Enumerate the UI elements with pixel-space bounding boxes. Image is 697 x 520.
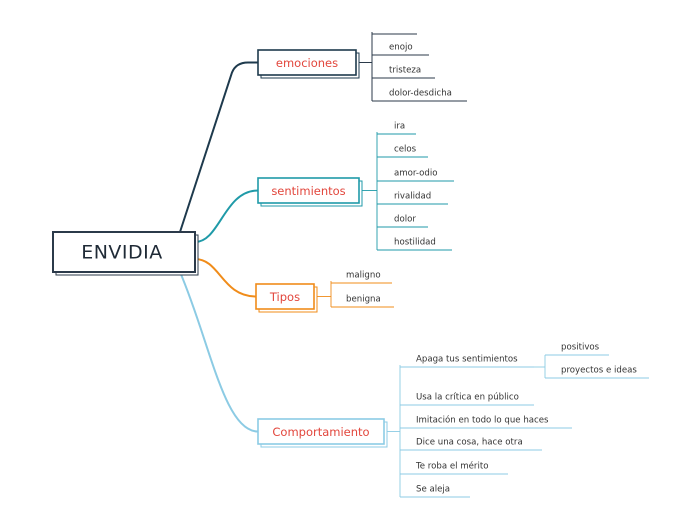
node-comportamiento-label: Comportamiento — [272, 425, 369, 439]
subleaf-1[interactable]: proyectos e ideas — [545, 366, 649, 379]
root-node-label: ENVIDIA — [81, 242, 163, 264]
leaf-label: amor-odio — [394, 169, 438, 179]
leaf-label: enojo — [389, 43, 413, 53]
leaf-label: hostilidad — [394, 238, 436, 248]
branch-tipos: Tipos maligno benigna — [255, 271, 394, 313]
link-root-emociones — [179, 61, 258, 233]
root-node-box — [52, 231, 196, 273]
leaf-emociones-2[interactable]: tristeza — [372, 66, 435, 79]
leaf-sentimientos-0[interactable]: ira — [377, 122, 416, 135]
leaf-label: Dice una cosa, hace otra — [416, 438, 523, 448]
node-sentimientos-box — [257, 177, 360, 204]
subleaf-label: proyectos e ideas — [561, 366, 637, 376]
leaf-sentimientos-5[interactable]: hostilidad — [377, 238, 452, 251]
leaf-emociones-1[interactable]: enojo — [372, 43, 429, 56]
node-sentimientos[interactable]: sentimientos — [257, 177, 363, 207]
leaf-label: Apaga tus sentimientos — [416, 355, 518, 365]
link-root-sentimientos — [194, 189, 259, 243]
leaf-comportamiento-3[interactable]: Dice una cosa, hace otra — [400, 438, 542, 451]
leaf-tipos-0[interactable]: maligno — [331, 271, 392, 284]
node-sentimientos-label: sentimientos — [271, 184, 345, 198]
connector-lines — [179, 32, 546, 497]
leaf-label: ira — [394, 122, 405, 132]
leaf-label: dolor-desdicha — [389, 89, 452, 99]
leaf-label: dolor — [394, 215, 416, 225]
node-comportamiento[interactable]: Comportamiento — [257, 418, 388, 448]
nodes: ENVIDIA emociones enojo tristeza dolor-desdi… — [52, 33, 649, 498]
leaf-comportamiento-1[interactable]: Usa la crítica en público — [400, 393, 534, 406]
subleaf-label: positivos — [561, 343, 600, 353]
leaf-label: maligno — [346, 271, 381, 281]
link-root-tipos — [194, 258, 257, 298]
subleaf-0[interactable]: positivos — [545, 343, 609, 356]
leaf-label: benigna — [346, 295, 381, 305]
leaf-label: rivalidad — [394, 192, 431, 202]
node-emociones-box — [257, 49, 357, 76]
root-node[interactable]: ENVIDIA — [52, 231, 199, 276]
leaf-label: Te roba el mérito — [415, 461, 488, 472]
branch-comportamiento: Comportamiento Apaga tus sentimientosUsa … — [257, 343, 649, 498]
node-comportamiento-box — [257, 418, 385, 445]
branch-emociones: emociones enojo tristeza dolor-desdicha — [257, 33, 467, 102]
leaf-comportamiento-5[interactable]: Se aleja — [400, 485, 470, 498]
leaf-sentimientos-1[interactable]: celos — [377, 145, 428, 158]
leaf-comportamiento-4[interactable]: Te roba el mérito — [400, 461, 508, 475]
leaf-label: Se aleja — [416, 485, 450, 495]
leaf-emociones-3[interactable]: dolor-desdicha — [372, 89, 467, 102]
node-tipos-label: Tipos — [269, 290, 300, 304]
link-root-comportamiento — [179, 271, 259, 433]
leaf-tipos-1[interactable]: benigna — [331, 295, 394, 308]
node-emociones[interactable]: emociones — [257, 49, 360, 79]
node-tipos-box — [255, 283, 315, 310]
leaf-sentimientos-2[interactable]: amor-odio — [377, 169, 454, 182]
node-tipos[interactable]: Tipos — [255, 283, 318, 313]
branch-sentimientos: sentimientos ira celos amor-odio rivalidad do… — [257, 122, 454, 251]
leaf-label: Imitación en todo lo que haces — [416, 415, 549, 426]
leaf-sentimientos-4[interactable]: dolor — [377, 215, 428, 228]
node-emociones-label: emociones — [276, 56, 338, 70]
leaf-label: Usa la crítica en público — [416, 393, 519, 403]
leaf-comportamiento-2[interactable]: Imitación en todo lo que haces — [400, 415, 572, 429]
leaf-label: tristeza — [389, 66, 421, 76]
leaf-label: celos — [394, 145, 417, 155]
leaf-comportamiento-0[interactable]: Apaga tus sentimientos — [400, 355, 534, 368]
leaf-sentimientos-3[interactable]: rivalidad — [377, 192, 448, 205]
